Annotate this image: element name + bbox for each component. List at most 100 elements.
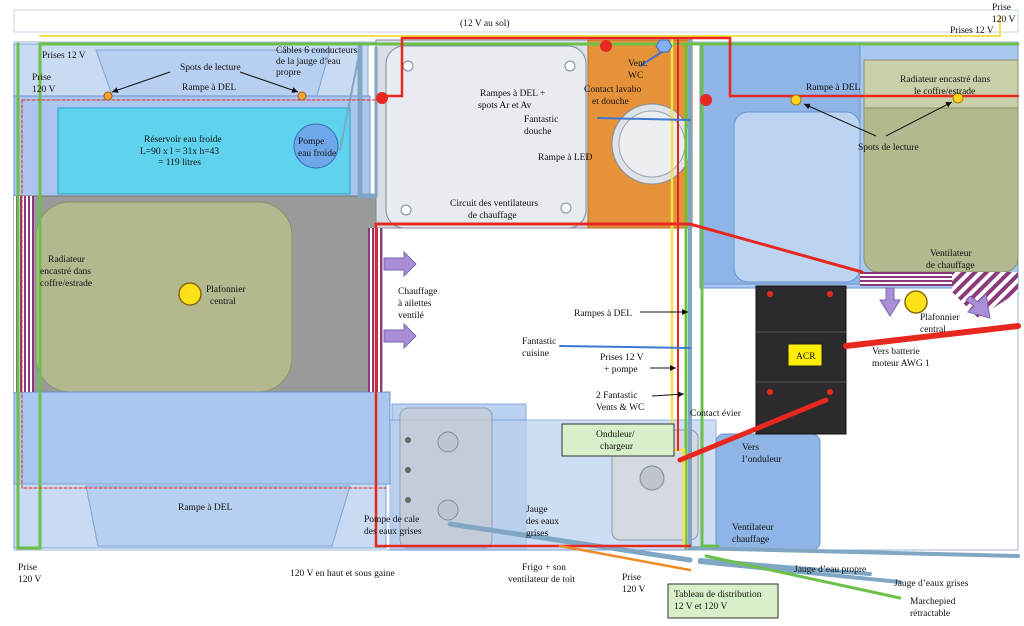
label-radiateur-left-3: coffre/estrade	[40, 278, 92, 289]
label-cables-3: propre	[276, 68, 301, 78]
label-prise-lt-1: Prise	[32, 73, 51, 83]
label-jauge-mid-3: grises	[526, 529, 548, 539]
label-vers-onduleur-1: Vers	[742, 443, 759, 453]
heat-arrow-2	[383, 322, 417, 350]
label-acr: ACR	[796, 352, 816, 362]
junction-dot	[700, 94, 712, 106]
label-radiateur-right-2: le coffre/estrade	[914, 86, 975, 97]
label-ventilateur-bottom-1: Ventilateur	[732, 523, 775, 533]
inverter-box	[561, 423, 675, 457]
acr-box	[787, 343, 823, 367]
annotation-arrows	[111, 71, 953, 398]
label-marchepied-1: Marchepied	[910, 597, 956, 607]
distribution-panel	[667, 583, 779, 619]
label-marchepied-2: rétractable	[910, 609, 950, 619]
label-prise-tr-1: Prise	[992, 3, 1011, 13]
reading-spot-icon	[790, 94, 802, 106]
label-circuit-2: de chauffage	[468, 210, 517, 221]
label-rampes-spots-2: spots Ar et Av	[478, 101, 532, 111]
label-onduleur-2: chargeur	[600, 442, 634, 452]
label-prise-bm-1: Prise	[622, 573, 641, 583]
label-prises-pompe-1: Prises 12 V	[600, 353, 644, 363]
label-fantastic-douche-1: Fantastic	[524, 115, 558, 125]
label-contact-evier: Contact évier	[690, 409, 742, 419]
label-fantastic-vents-1: 2 Fantastic	[596, 391, 637, 401]
label-sous-gaine: 120 V en haut et sous gaine	[290, 569, 395, 579]
reading-spot-icon	[952, 92, 964, 104]
label-prise-tr-2: 120 V	[992, 15, 1015, 25]
label-jauge-mid-1: Jauge	[526, 505, 548, 515]
label-prise-bl-2: 120 V	[18, 575, 41, 585]
label-onduleur-1: Onduleur/	[596, 430, 635, 440]
pump-icon	[293, 123, 339, 169]
label-jauge-propre: Jauge d’eau propre	[794, 565, 866, 575]
label-radiateur-left-2: encastré dans	[40, 267, 91, 277]
label-jauge-grises: Jauge d’eaux grises	[894, 579, 969, 589]
label-contact-lavabo-1: Contact lavabo	[584, 85, 641, 95]
furniture	[13, 39, 1019, 551]
label-pompe-1: Pompe	[298, 137, 324, 147]
label-prises-pompe-2: + pompe	[604, 365, 638, 375]
label-rampe-del-bottom: Rampe à DEL	[178, 503, 233, 513]
label-prises12-tl: Prises 12 V	[42, 51, 86, 61]
label-rampe-del-right: Rampe à DEL	[806, 83, 861, 93]
heating-arrows	[383, 250, 991, 350]
label-vent-wc-2: WC	[628, 71, 643, 81]
label-jauge-mid-2: des eaux	[526, 517, 559, 527]
label-spots-right: Spots de lecture	[858, 143, 919, 153]
label-ventilateur-1: Ventilateur	[930, 249, 973, 259]
label-pompe-2: eau froide	[298, 148, 336, 159]
junction-dot	[600, 40, 612, 52]
label-fantastic-douche-2: douche	[524, 127, 551, 137]
label-top-power: (12 V au sol)	[460, 18, 510, 29]
wiring	[16, 15, 1021, 600]
reading-spot-icon	[297, 91, 307, 101]
heat-arrow-3	[879, 287, 901, 317]
heat-arrow-1	[383, 250, 417, 278]
label-rampes-del-mid: Rampes à DEL	[574, 309, 632, 319]
labels: (12 V au sol) Prise 120 V Prises 12 V Pr…	[18, 3, 1015, 619]
label-radiateur-left-1: Radiateur	[48, 255, 86, 265]
left-radiator	[35, 201, 293, 393]
label-chauffage-3: ventilé	[398, 311, 424, 321]
label-vers-batterie-2: moteur AWG 1	[872, 359, 930, 369]
label-ventilateur-2: de chauffage	[926, 260, 975, 271]
label-reservoir-1: Réservoir eau froide	[144, 134, 222, 145]
label-cables-1: Câbles 6 conducteurs	[276, 46, 358, 56]
right-radiator-grille	[860, 272, 952, 286]
label-tableau-2: 12 V et 120 V	[674, 602, 727, 612]
label-plafonnier-right-1: Plafonnier	[920, 312, 960, 323]
ceiling-light-icon	[178, 282, 202, 306]
markers	[103, 39, 964, 619]
label-chauffage-1: Chauffage	[398, 286, 437, 297]
label-fantastic-vents-2: Vents & WC	[596, 403, 644, 413]
label-tableau-1: Tableau de distribution	[674, 590, 762, 600]
label-pompe-cale-1: Pompe de cale	[364, 515, 419, 525]
junction-dot	[376, 92, 388, 104]
label-contact-lavabo-2: et douche	[592, 97, 629, 107]
label-radiateur-right-1: Radiateur encastré dans	[900, 75, 991, 85]
label-fantastic-cuisine-2: cuisine	[522, 349, 549, 359]
label-rampes-spots-1: Rampes à DEL +	[480, 89, 545, 99]
label-vers-batterie-1: Vers batterie	[872, 347, 920, 357]
label-chauffage-2: à ailettes	[398, 299, 432, 309]
label-ventilateur-bottom-2: chauffage	[732, 534, 769, 545]
label-fantastic-cuisine-1: Fantastic	[522, 337, 556, 347]
label-vent-wc-1: Vent.	[628, 59, 648, 69]
label-rampe-del-left: Rampe à DEL	[182, 83, 237, 93]
reading-spot-icon	[103, 91, 113, 101]
label-plafonnier-left-2: central	[210, 297, 236, 307]
heat-arrow-4	[965, 292, 991, 319]
label-vers-onduleur-2: l’onduleur	[742, 455, 782, 465]
label-pompe-cale-2: des eaux grises	[364, 527, 422, 537]
label-reservoir-2: L=90 x l = 31x h=43	[140, 147, 219, 157]
label-spots-left: Spots de lecture	[180, 63, 241, 73]
label-prise-bm-2: 120 V	[622, 585, 645, 595]
label-frigo-1: Frigo + son	[522, 563, 566, 573]
label-prise-lt-2: 120 V	[32, 85, 55, 95]
label-prise-bl-1: Prise	[18, 563, 37, 573]
label-plafonnier-left-1: Plafonnier	[206, 284, 246, 295]
label-prises12-tr: Prises 12 V	[950, 26, 994, 36]
label-circuit-1: Circuit des ventilateurs	[450, 199, 538, 209]
